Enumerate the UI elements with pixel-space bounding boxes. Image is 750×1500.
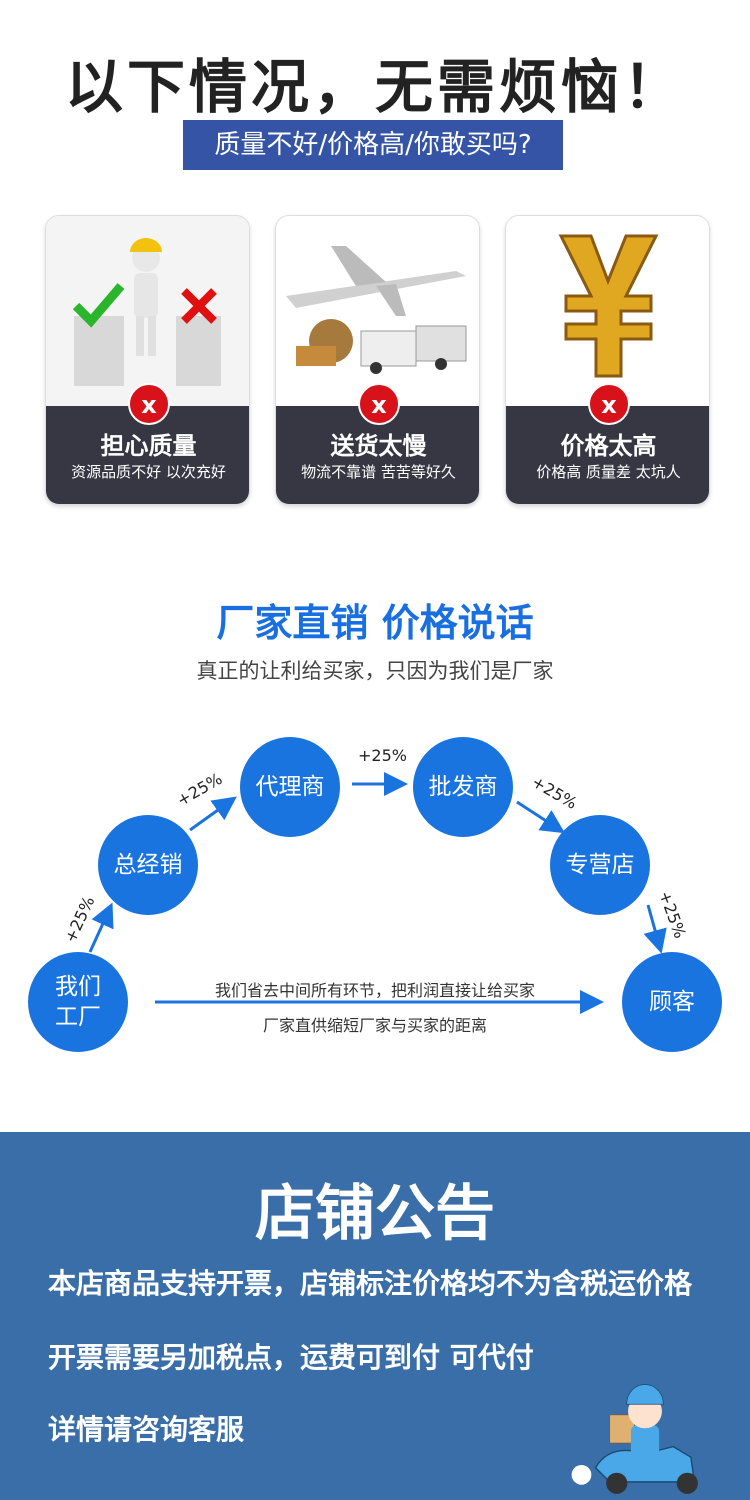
section-title: 厂家直销 价格说话 [216, 601, 534, 645]
x-mark-icon: x [588, 383, 630, 425]
node-customer: 顾客 [622, 952, 722, 1052]
quality-worker-illustration [46, 216, 249, 406]
card-subtitle: 物流不靠谱 苦苦等好久 [301, 463, 456, 481]
page-title: 以下情况，无需烦恼！ [64, 53, 685, 121]
direct-line-2: 厂家直供缩短厂家与买家的距离 [262, 1016, 487, 1035]
card-title: 价格太高 [560, 432, 657, 460]
node-factory: 我们工厂 [28, 952, 128, 1052]
direct-line-1: 我们省去中间所有环节，把利润直接让给买家 [214, 981, 535, 1000]
delivery-rider-illustration [571, 1384, 698, 1494]
airplane-truck-illustration [276, 216, 479, 406]
notice-line: 详情请咨询客服 [48, 1413, 245, 1446]
notice-title: 店铺公告 [255, 1179, 495, 1249]
yen-symbol-illustration [506, 216, 709, 406]
card-price: x 价格太高 价格高 质量差 太坑人 [505, 215, 710, 505]
arrow [189, 796, 237, 832]
x-mark-icon: x [128, 383, 170, 425]
arrow [88, 902, 114, 953]
section-subtitle: 真正的让利给买家，只因为我们是厂家 [196, 659, 554, 683]
node-agent: 代理商 [240, 737, 340, 837]
arrow [643, 904, 667, 954]
card-shipping: x 送货太慢 物流不靠谱 苦苦等好久 [275, 215, 480, 505]
arrow [516, 800, 566, 834]
node-wholesaler: 批发商 [413, 737, 513, 837]
node-store: 专营店 [550, 815, 650, 915]
markup-label: +25% [358, 746, 407, 765]
flow-arrows [88, 772, 667, 1014]
card-quality: x 担心质量 资源品质不好 以次充好 [45, 215, 250, 505]
card-title: 担心质量 [100, 432, 197, 460]
x-mark-icon: x [358, 383, 400, 425]
node-general-distributor: 总经销 [98, 815, 198, 915]
card-title: 送货太慢 [330, 432, 427, 460]
notice-line: 开票需要另加税点，运费可到付 可代付 [48, 1341, 534, 1374]
card-subtitle: 资源品质不好 以次充好 [71, 463, 226, 481]
subtitle-banner: 质量不好/价格高/你敢买吗? [183, 120, 563, 170]
notice-line: 本店商品支持开票，店铺标注价格均不为含税运价格 [48, 1267, 693, 1300]
card-subtitle: 价格高 质量差 太坑人 [536, 463, 681, 481]
